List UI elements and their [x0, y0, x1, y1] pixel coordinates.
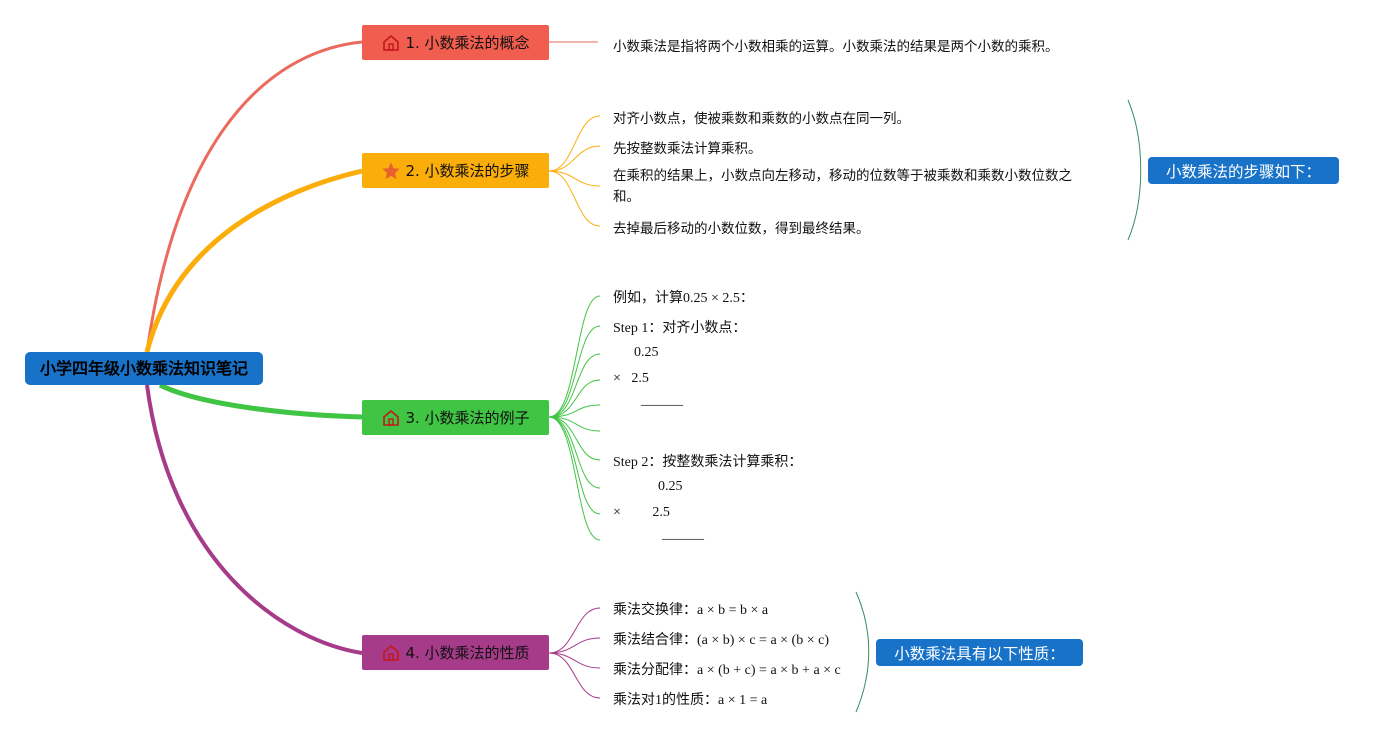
property-item[interactable]: 乘法结合律：(a × b) × c = a × (b × c) [613, 633, 829, 648]
step-item[interactable]: 对齐小数点，使被乘数和乘数的小数点在同一列。 [613, 111, 910, 127]
connectors-branch4 [548, 607, 601, 699]
example-step1-title[interactable]: Step 1：对齐小数点： [613, 321, 747, 336]
property-item[interactable]: 乘法交换律：a × b = b × a [613, 603, 769, 618]
step-item[interactable]: 在乘积的结果上，小数点向左移动，移动的位数等于被乘数和乘数小数位数之和。 [613, 168, 1072, 205]
house-icon [383, 644, 400, 661]
property-item[interactable]: 乘法分配律：a × (b + c) = a × b + a × c [613, 663, 841, 678]
branch-label: 2. 小数乘法的步骤 [405, 162, 530, 180]
star-icon [382, 162, 401, 179]
branch-label: 1. 小数乘法的概念 [405, 34, 530, 52]
branch-label: 4. 小数乘法的性质 [405, 644, 530, 662]
connectors-branch2 [548, 115, 601, 227]
connectors-branch3 [548, 295, 601, 541]
branch-steps[interactable]: 2. 小数乘法的步骤 [362, 153, 549, 188]
example-step1-line1[interactable]: 0.25 [634, 345, 659, 360]
example-step1-line2[interactable]: × 2.5 [613, 371, 649, 386]
example-step2-title[interactable]: Step 2：按整数乘法计算乘积： [613, 455, 803, 470]
example-intro[interactable]: 例如，计算0.25 × 2.5： [613, 291, 754, 306]
branch-example[interactable]: 3. 小数乘法的例子 [362, 400, 549, 435]
connector-root-branch4 [145, 384, 363, 655]
property-item[interactable]: 乘法对1的性质：a × 1 = a [613, 693, 768, 708]
summary-bracket-properties [855, 591, 870, 713]
house-icon [383, 34, 400, 51]
branch-concept[interactable]: 1. 小数乘法的概念 [362, 25, 549, 60]
concept-text[interactable]: 小数乘法是指将两个小数相乘的运算。小数乘法的结果是两个小数的乘积。 [613, 39, 1059, 55]
connector-root-branch3 [158, 382, 363, 420]
summary-steps[interactable]: 小数乘法的步骤如下： [1148, 157, 1339, 184]
summary-bracket-steps [1127, 99, 1142, 241]
connector-root-branch1 [145, 40, 363, 353]
example-step2-rule[interactable]: ______ [662, 527, 704, 542]
step-item[interactable]: 先按整数乘法计算乘积。 [613, 141, 762, 157]
summary-properties[interactable]: 小数乘法具有以下性质： [876, 639, 1083, 666]
example-step2-line1[interactable]: 0.25 [658, 479, 683, 494]
step-item[interactable]: 去掉最后移动的小数位数，得到最终结果。 [613, 221, 870, 237]
connector-root-branch2 [144, 168, 363, 353]
example-step2-line2[interactable]: × 2.5 [613, 505, 670, 520]
root-topic[interactable]: 小学四年级小数乘法知识笔记 [25, 352, 263, 385]
house-icon [383, 409, 400, 426]
example-step1-rule[interactable]: ______ [641, 393, 683, 408]
branch-properties[interactable]: 4. 小数乘法的性质 [362, 635, 549, 670]
branch-label: 3. 小数乘法的例子 [405, 409, 530, 427]
